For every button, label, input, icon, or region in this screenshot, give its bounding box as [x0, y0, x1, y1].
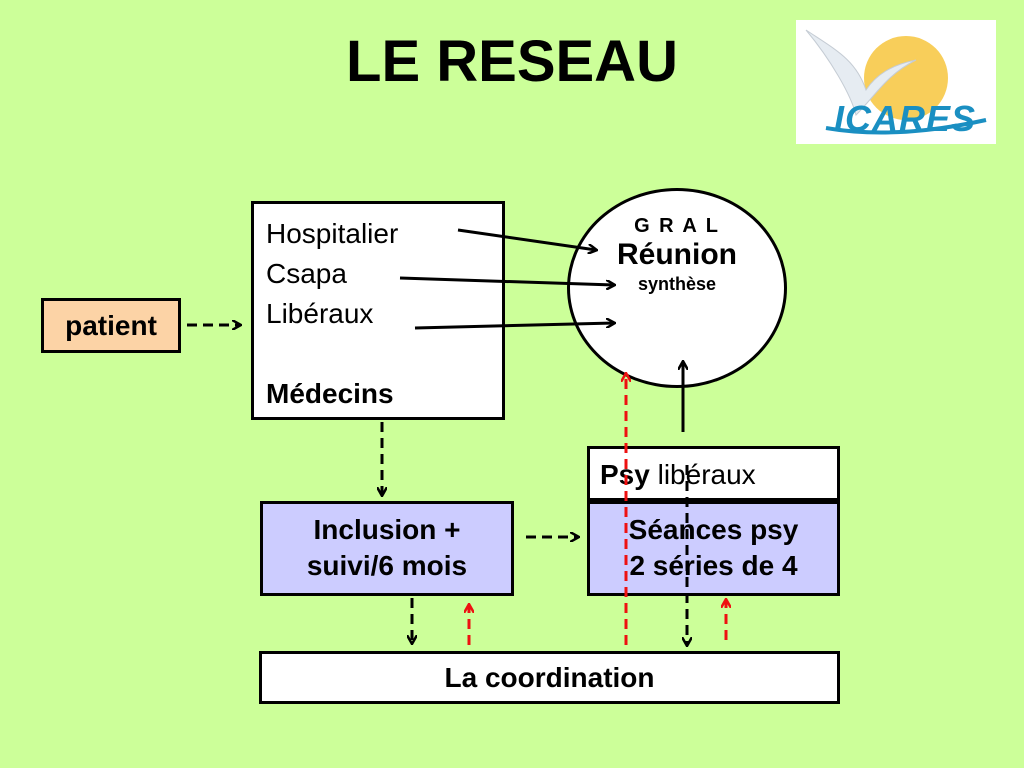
medecins-item-liberaux: Libéraux — [266, 298, 374, 329]
gral-synthese: synthèse — [637, 274, 717, 294]
gral-circle: G R A L Réunion synthèse — [567, 188, 787, 388]
arrow-hospitalier-gral — [457, 228, 596, 250]
inclusion-line2: suivi/6 mois — [306, 550, 468, 581]
psy-rest: libéraux — [649, 459, 756, 490]
patient-box: patient — [41, 298, 181, 353]
medecins-item-hospitalier: Hospitalier — [266, 218, 399, 249]
inclusion-box: Inclusion + suivi/6 mois — [260, 501, 514, 596]
seances-line2: 2 séries de 4 — [629, 550, 798, 581]
icares-logo: ICARES — [796, 20, 996, 144]
gral-reunion: Réunion — [617, 238, 737, 271]
arrow-csapa-gral — [399, 276, 614, 285]
medecins-box: Hospitalier Csapa Libéraux Médecins — [251, 201, 505, 420]
gral-title: G R A L — [634, 215, 720, 237]
medecins-label: Médecins — [266, 378, 394, 409]
seances-box: Séances psy 2 séries de 4 — [587, 501, 840, 596]
coordination-box: La coordination — [259, 651, 840, 704]
logo-text: ICARES — [834, 98, 977, 139]
psy-liberaux-box: Psy libéraux — [587, 446, 840, 501]
medecins-item-csapa: Csapa — [266, 258, 347, 289]
inclusion-line1: Inclusion + — [313, 514, 461, 545]
page-title: LE RESEAU — [346, 29, 678, 94]
seances-line1: Séances psy — [628, 514, 799, 545]
arrow-liberaux-gral — [414, 323, 614, 330]
